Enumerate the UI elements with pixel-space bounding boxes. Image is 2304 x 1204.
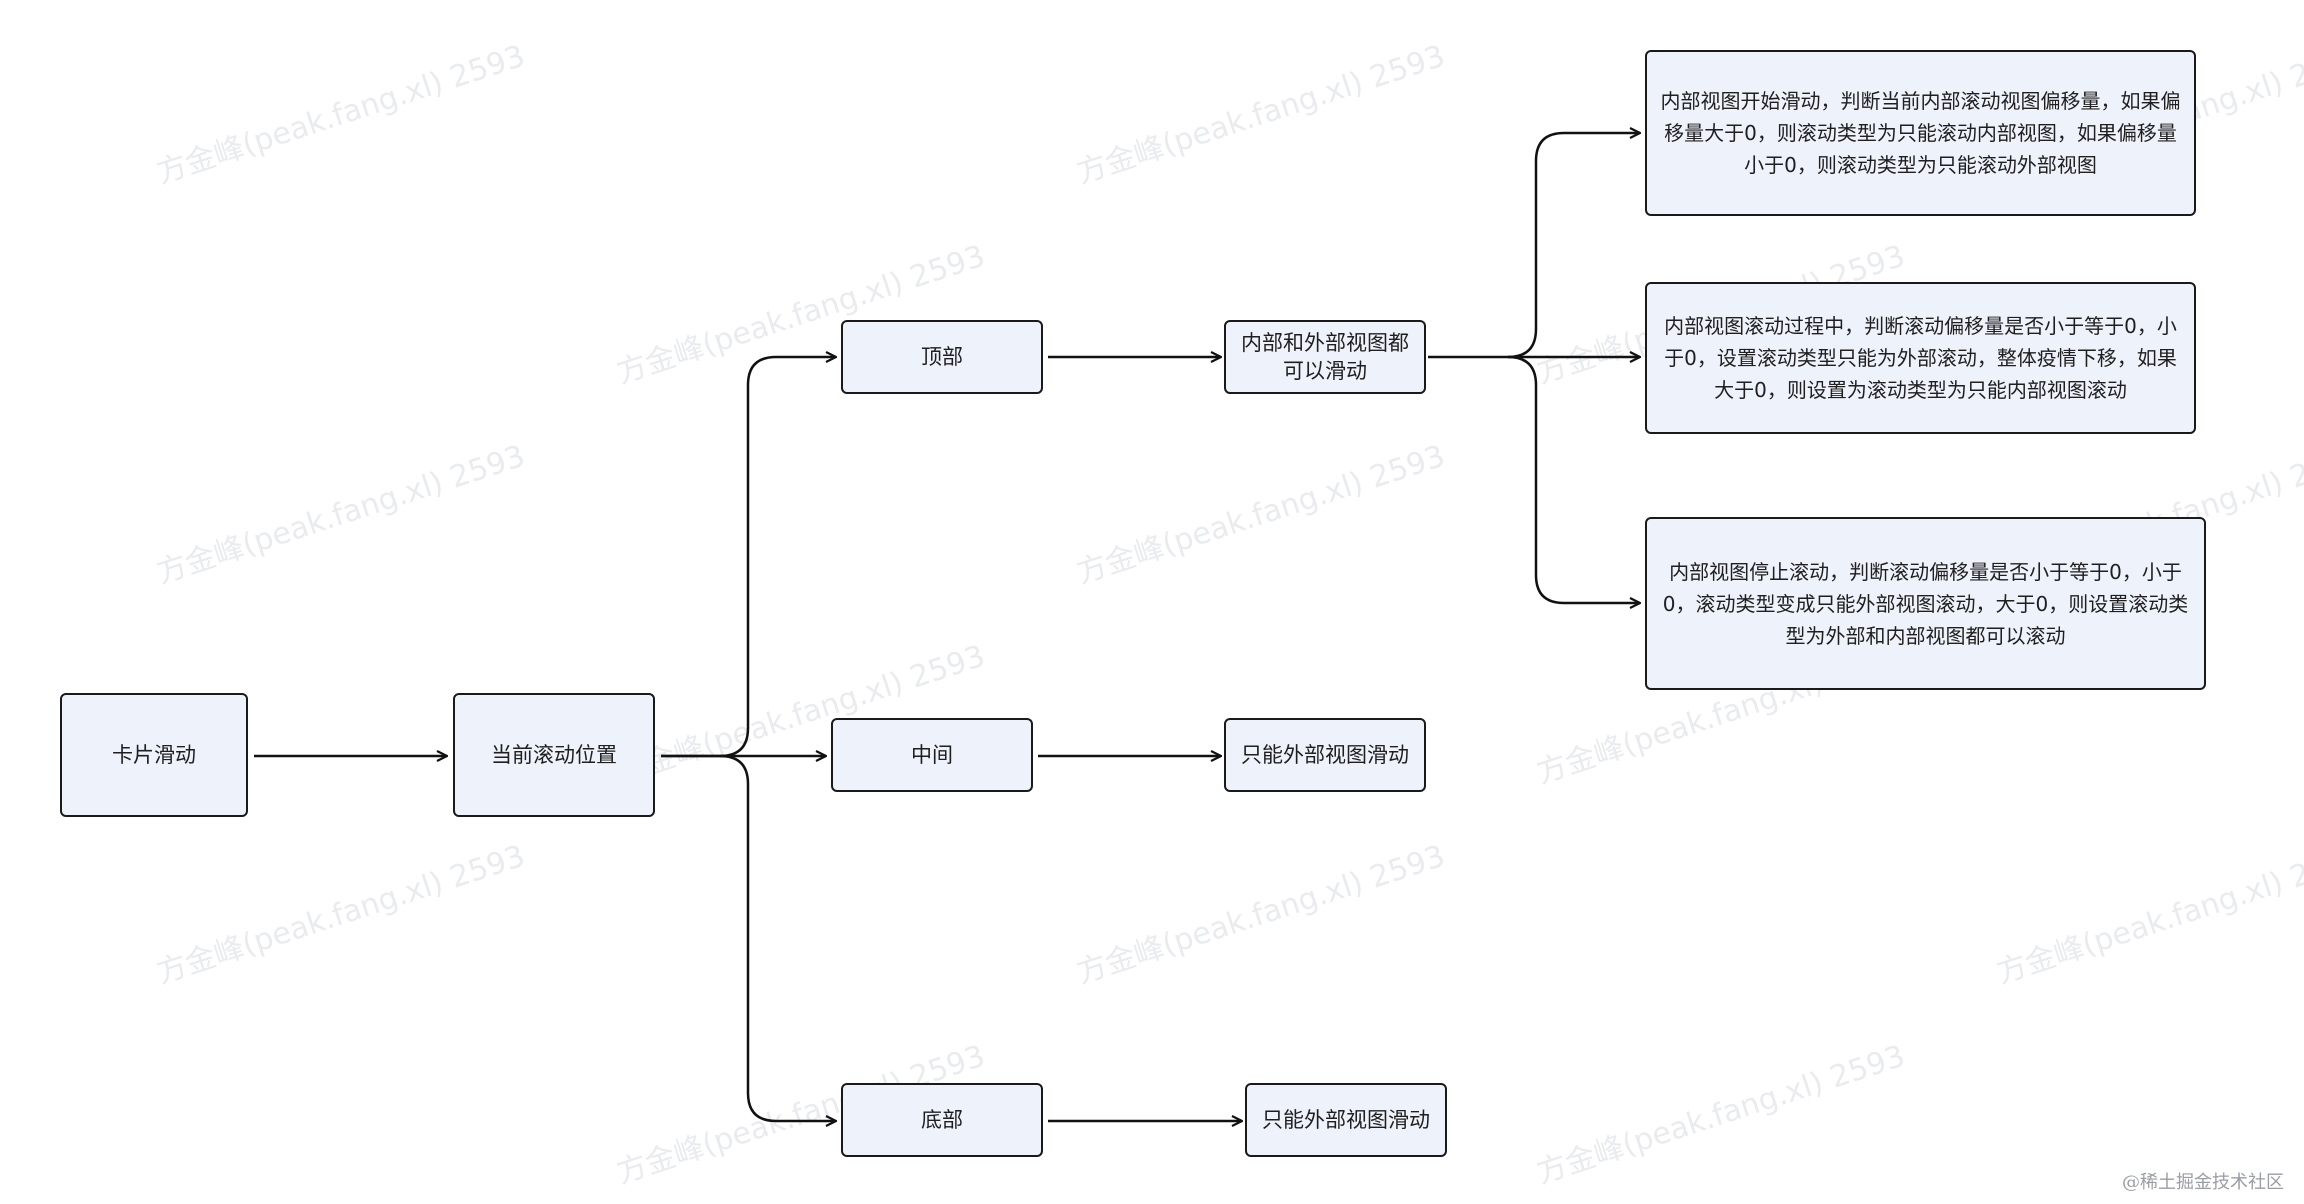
middle-node: 中间 bbox=[831, 718, 1033, 792]
middle-outer-only-node: 只能外部视图滑动 bbox=[1224, 718, 1426, 792]
bottom-node: 底部 bbox=[841, 1083, 1043, 1157]
inner-stop-node: 内部视图停止滚动，判断滚动偏移量是否小于等于0，小于0，滚动类型变成只能外部视图… bbox=[1645, 517, 2206, 690]
edge-both-to-stop bbox=[1507, 355, 1640, 603]
card-scroll-node: 卡片滑动 bbox=[60, 693, 248, 817]
edge-position-to-top bbox=[661, 357, 836, 758]
current-position-node: 当前滚动位置 bbox=[453, 693, 655, 817]
inner-start-node: 内部视图开始滑动，判断当前内部滚动视图偏移量，如果偏移量大于0，则滚动类型为只能… bbox=[1645, 50, 2196, 216]
edge-both-to-start bbox=[1428, 133, 1640, 359]
corner-mark: @稀土掘金技术社区 bbox=[2122, 1172, 2284, 1193]
bottom-outer-only-node: 只能外部视图滑动 bbox=[1245, 1083, 1447, 1157]
edge-position-to-bottom bbox=[719, 754, 836, 1121]
top-node: 顶部 bbox=[841, 320, 1043, 394]
inner-scrolling-node: 内部视图滚动过程中，判断滚动偏移量是否小于等于0，小于0，设置滚动类型只能为外部… bbox=[1645, 282, 2196, 434]
both-scroll-node: 内部和外部视图都可以滑动 bbox=[1224, 320, 1426, 394]
